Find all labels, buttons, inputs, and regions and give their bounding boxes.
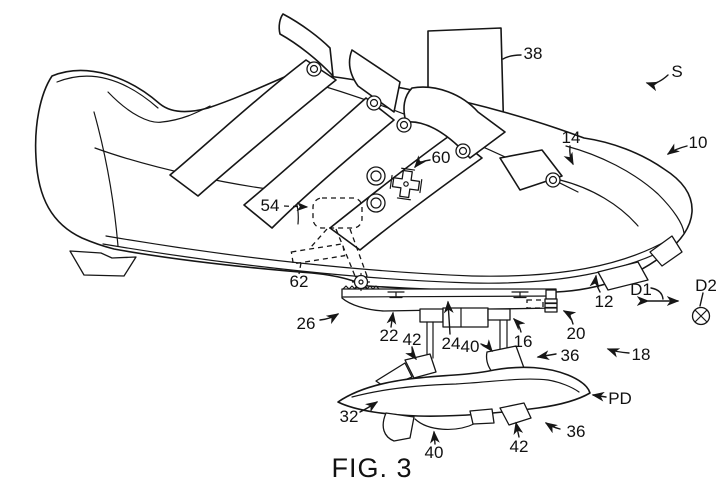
label-54: 54 [261, 196, 280, 215]
label-62: 62 [290, 272, 309, 291]
dashed-fan-left [310, 228, 328, 248]
label-36-lower: 36 [567, 422, 586, 441]
label-18: 18 [632, 345, 651, 364]
strap-rear-band [169, 59, 337, 197]
sole-top-line [105, 235, 669, 277]
leader-PD [591, 391, 607, 402]
eyelet-upper [366, 166, 386, 186]
toe-inner-line [559, 179, 639, 227]
leader-S [645, 74, 669, 92]
label-S: S [671, 62, 682, 81]
leader-D1-curve [650, 287, 664, 300]
symbol-D2-into-page [691, 306, 711, 326]
leader-10 [666, 143, 688, 155]
label-40-upper: 40 [461, 337, 480, 356]
strap-ring-4 [455, 143, 471, 159]
label-D1: D1 [630, 280, 652, 299]
right-post [499, 319, 508, 353]
cleat-plate-assembly [341, 272, 558, 389]
leader-42-lower [513, 421, 524, 438]
heel-cleat [69, 250, 137, 277]
leader-20 [562, 310, 577, 325]
reference-labels: 38 S 14 10 60 54 62 12 D1 D2 18 26 22 42 [261, 44, 717, 462]
leader-36-upper [536, 350, 557, 360]
slot-right [511, 291, 529, 299]
hidden-detail-54-62 [290, 197, 368, 277]
toe-cap-seam [565, 145, 685, 234]
leader-60 [414, 155, 431, 169]
leader-40-lower [430, 430, 440, 445]
leader-62 [298, 262, 302, 275]
tension-bolt-20 [544, 289, 558, 313]
label-26: 26 [297, 314, 316, 333]
label-40-lower: 40 [425, 443, 444, 462]
leader-24 [443, 300, 454, 335]
strap-front-flap [403, 86, 506, 159]
leader-40-upper [480, 339, 493, 353]
figure-caption: FIG. 3 [331, 453, 412, 483]
label-60: 60 [432, 148, 451, 167]
cross-dial [389, 167, 423, 201]
label-D2: D2 [695, 276, 717, 295]
leader-16 [513, 318, 526, 333]
cycling-shoe [34, 69, 693, 293]
leader-26 [319, 313, 340, 325]
eyelet-lower [366, 193, 386, 213]
leader-38 [502, 54, 522, 60]
pedal-bottom-hook-left [382, 412, 415, 442]
toe-cleat-rear [597, 261, 649, 291]
dashed-slot-62 [290, 243, 346, 265]
label-22: 22 [380, 326, 399, 345]
leader-22 [386, 311, 397, 328]
label-38: 38 [524, 44, 543, 63]
eyelets-and-dial [366, 166, 423, 213]
leader-12 [589, 274, 601, 293]
label-PD: PD [608, 389, 632, 408]
label-24: 24 [442, 334, 461, 353]
label-36-upper: 36 [561, 346, 580, 365]
leader-54 [283, 202, 309, 212]
collar-inner-line [56, 75, 159, 109]
adjuster-gear [351, 272, 371, 292]
leader-D2 [699, 292, 704, 307]
leader-32 [359, 401, 379, 413]
strap-ring-5 [545, 172, 561, 188]
leader-14 [563, 145, 574, 166]
eyelet-lower-inner [370, 197, 382, 209]
label-42-upper: 42 [403, 330, 422, 349]
pedal-top-inner-line [351, 378, 580, 398]
ankle-opening-line [107, 91, 211, 123]
pedal [337, 366, 591, 442]
strap-ring-3 [396, 117, 412, 133]
pedal-bottom-hook-right [499, 402, 532, 426]
slot-left [387, 291, 405, 299]
label-10: 10 [689, 133, 708, 152]
leader-36-lower [544, 422, 561, 434]
label-32: 32 [340, 407, 359, 426]
strap-middle-flap [348, 49, 401, 113]
toe-cleat-front [649, 235, 683, 267]
dashed-fastener-box [526, 299, 544, 309]
pedal-bottom-arc [414, 418, 477, 430]
eyelet-upper-inner [370, 170, 382, 182]
strap-ring-2 [366, 95, 382, 111]
cleat-housing [419, 307, 511, 328]
strap-rear-flap [278, 13, 334, 77]
label-16: 16 [514, 332, 533, 351]
leader-42-upper [405, 346, 417, 361]
left-post [426, 321, 434, 359]
heel-counter-seam [93, 111, 119, 247]
leader-18 [606, 348, 630, 358]
label-42-lower: 42 [510, 437, 529, 456]
label-20: 20 [567, 324, 586, 343]
pedal-bottom-block-42 [469, 408, 495, 425]
label-14: 14 [562, 128, 581, 147]
label-12: 12 [595, 292, 614, 311]
strap-ring-1 [306, 61, 322, 77]
